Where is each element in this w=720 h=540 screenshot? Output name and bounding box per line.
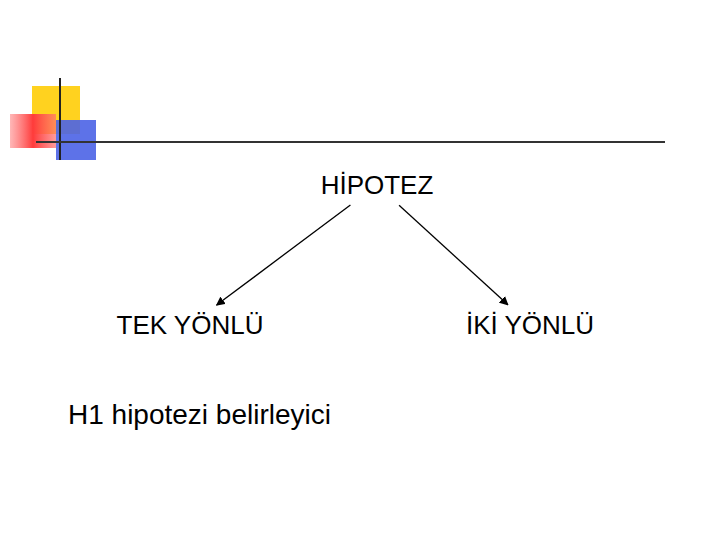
annotation: H1 hipotezi belirleyici xyxy=(68,399,331,431)
arrow-connector xyxy=(399,205,508,305)
label-text: H1 hipotezi belirleyici xyxy=(68,399,331,431)
vertical-rule xyxy=(59,78,61,160)
node-text: İKİ YÖNLÜ xyxy=(466,310,594,341)
text-node: HİPOTEZ xyxy=(315,168,440,203)
blue-square xyxy=(56,120,96,160)
node-text: HİPOTEZ xyxy=(321,170,434,201)
arrow-connector xyxy=(217,205,351,305)
text-node: TEK YÖNLÜ xyxy=(111,308,270,343)
node-text: TEK YÖNLÜ xyxy=(117,310,264,341)
text-node: İKİ YÖNLÜ xyxy=(460,308,600,343)
horizontal-rule xyxy=(36,141,665,143)
